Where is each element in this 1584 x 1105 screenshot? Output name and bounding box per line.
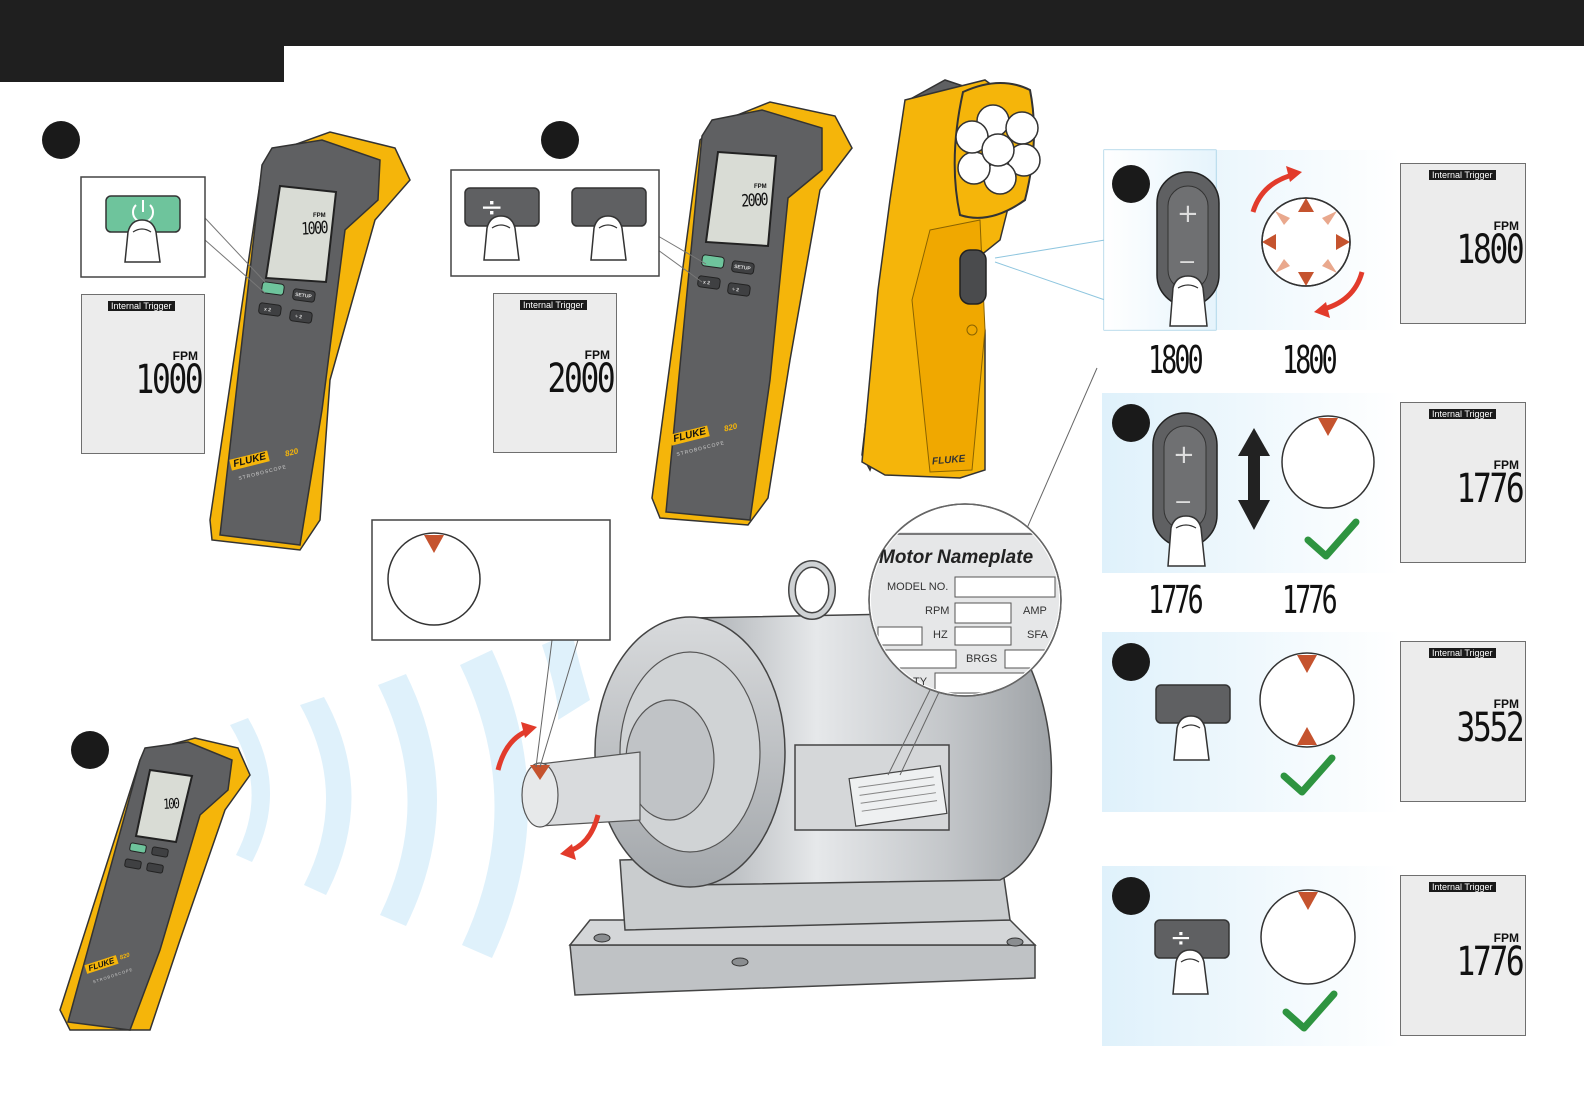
lcd-unit: FPM [1493, 458, 1519, 472]
nameplate-rpm-label: RPM [925, 605, 950, 617]
nameplate-small [848, 765, 948, 827]
lcd-value: 2000 [547, 356, 615, 402]
target-one-marker [387, 532, 481, 626]
lcd-value: 1000 [135, 357, 203, 403]
lcd-unit: FPM [1493, 697, 1519, 711]
stroboscope-device-angled [861, 79, 1041, 479]
step2-group [450, 101, 853, 526]
target-two-markers [1259, 652, 1355, 748]
shaft-marker [530, 765, 550, 780]
target-one-marker [1260, 889, 1356, 985]
lcd-value: 1776 [1456, 939, 1524, 985]
step-marker-7 [71, 731, 109, 769]
nameplate-hz-label: HZ [933, 629, 948, 641]
nameplate-ty-label: TY [913, 676, 928, 688]
device1-screen-unit: FPM [313, 213, 326, 219]
step-marker-4 [1112, 404, 1150, 442]
step3-lcd: Internal Trigger FPM 1800 [1400, 163, 1526, 324]
step5-highlight [1102, 632, 1400, 812]
lcd-trigger-tag: Internal Trigger [1429, 648, 1496, 658]
finger-icon [590, 215, 627, 261]
check-icon [1304, 518, 1360, 560]
finger-icon [1172, 949, 1209, 995]
check-icon [1282, 990, 1338, 1032]
device2-screen-value: 2000 [740, 190, 768, 212]
step-marker-5 [1112, 643, 1150, 681]
led-array [955, 104, 1041, 195]
step1-group [80, 131, 411, 551]
step6-lcd: Internal Trigger FPM 1776 [1400, 875, 1526, 1036]
check-icon [1280, 754, 1336, 796]
header-tab [0, 46, 284, 82]
header-bar [0, 0, 1584, 46]
nameplate-label-mask: Motor Nameplate MODEL NO. RPM AMP HZ SFA… [869, 504, 1061, 696]
step4-readout-left: 1776 [1148, 578, 1204, 622]
thumbwheel [959, 249, 987, 305]
light-beam-arcs [230, 632, 590, 958]
stroboscope-device-1 [209, 131, 411, 551]
device1-x2-label: x 2 [263, 306, 272, 314]
finger-icon [124, 219, 161, 263]
lcd-value: 1776 [1456, 466, 1524, 512]
step1-lcd: Internal Trigger FPM 1000 [81, 294, 205, 454]
rotating-target-star [1261, 197, 1351, 287]
step4-lcd: Internal Trigger FPM 1776 [1400, 402, 1526, 563]
step-marker-3 [1112, 165, 1150, 203]
nameplate-magnifier [868, 503, 1062, 697]
finger-icon [483, 215, 520, 261]
plus-symbol: + [1177, 199, 1199, 229]
minus-symbol: − [1178, 250, 1197, 275]
lcd-unit: FPM [1493, 931, 1519, 945]
step3-readout-left: 1800 [1148, 338, 1204, 382]
up-down-arrow [1238, 428, 1270, 530]
lcd-trigger-tag: Internal Trigger [108, 301, 175, 311]
device3-screen-value: 100 [162, 796, 179, 813]
minus-symbol: − [1174, 490, 1193, 515]
nameplate-brgs-label: BRGS [966, 653, 998, 665]
step5-lcd: Internal Trigger FPM 3552 [1400, 641, 1526, 802]
lcd-unit: FPM [584, 348, 610, 362]
nameplate-model-label: MODEL NO. [887, 581, 949, 593]
motor-base [569, 944, 1036, 996]
lcd-value: 1800 [1456, 227, 1524, 273]
step2-lcd: Internal Trigger FPM 2000 [493, 293, 617, 453]
step4-readout-right: 1776 [1282, 578, 1338, 622]
lcd-unit: FPM [172, 349, 198, 363]
lcd-trigger-tag: Internal Trigger [1429, 882, 1496, 892]
step4-thumbwheel [1152, 412, 1218, 567]
nameplate-sfa-label: SFA [1027, 629, 1048, 641]
lcd-unit: FPM [1493, 219, 1519, 233]
lcd-trigger-tag: Internal Trigger [1429, 409, 1496, 419]
lcd-trigger-tag: Internal Trigger [520, 300, 587, 310]
nameplate-title: Motor Nameplate [879, 547, 1034, 568]
device1-screen-value: 1000 [300, 218, 328, 240]
device2-x2-label: x 2 [702, 279, 711, 287]
stroboscope-device-2 [651, 101, 853, 526]
lcd-trigger-tag: Internal Trigger [1429, 170, 1496, 180]
divide-symbol: ÷ [1170, 923, 1192, 953]
stroboscope-device-3 [59, 737, 251, 1031]
nameplate-amp-label: AMP [1023, 605, 1047, 617]
finger-icon [1173, 715, 1210, 761]
step-marker-6 [1112, 877, 1150, 915]
device2-screen-unit: FPM [754, 184, 767, 190]
target-one-marker [1281, 415, 1375, 509]
divide-symbol: ÷ [480, 190, 504, 223]
step-marker-1 [42, 121, 80, 159]
step3-thumbwheel [1156, 171, 1220, 327]
step-marker-2 [541, 121, 579, 159]
device1-div2-label: ÷ 2 [294, 313, 303, 321]
step3-readout-right: 1800 [1282, 338, 1338, 382]
plus-symbol: + [1173, 440, 1195, 470]
device2-div2-label: ÷ 2 [731, 286, 740, 294]
lcd-value: 3552 [1456, 705, 1524, 751]
